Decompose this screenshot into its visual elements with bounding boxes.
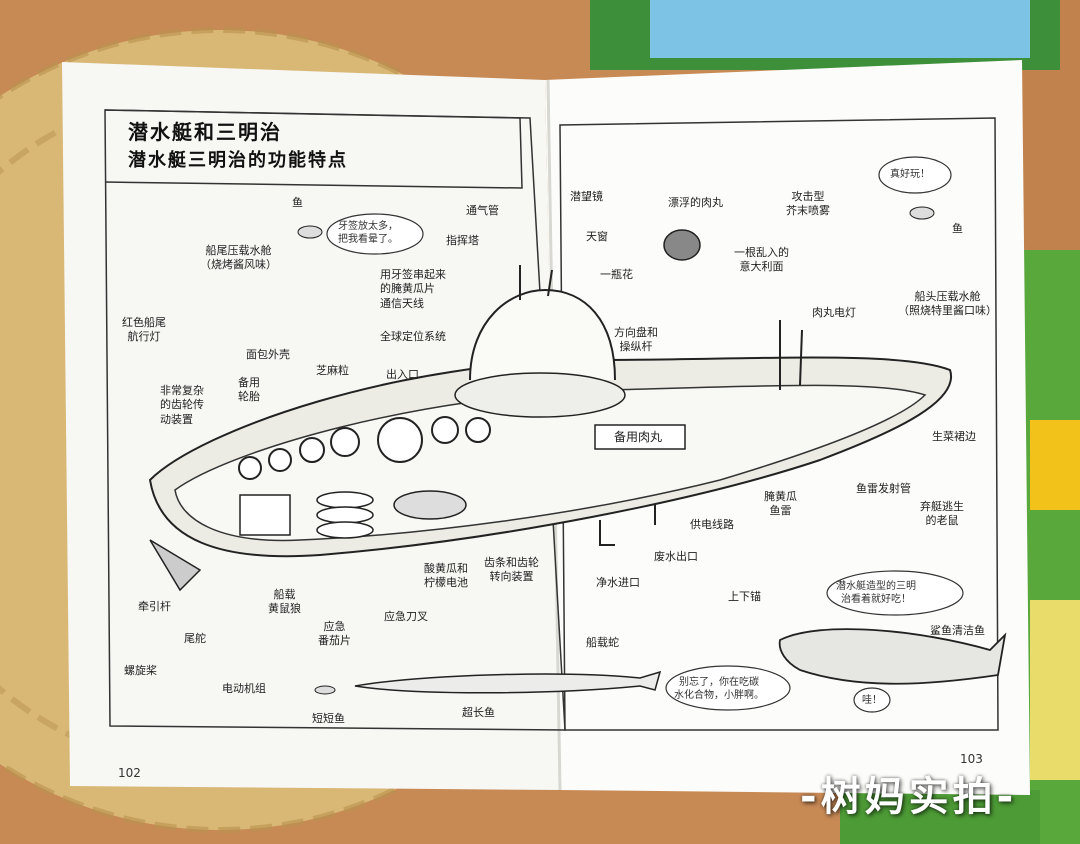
bubble-fun: 真好玩！ <box>890 169 930 180</box>
right-illustration-frame <box>559 117 999 731</box>
fish-top-drawing <box>297 225 323 239</box>
shark-drawing <box>778 628 1007 685</box>
label-rack-pinion: 齿条和齿轮 转向装置 <box>484 556 539 584</box>
label-shipboard-weasel: 船载 黄鼠狼 <box>268 588 301 616</box>
photo-watermark: -树妈实拍- <box>800 774 1018 820</box>
label-fish-right: 鱼 <box>952 222 963 235</box>
label-spare-meatball: 备用肉丸 <box>614 430 663 444</box>
label-vent-pipe: 通气管 <box>466 204 499 217</box>
label-shark-cleaner: 鲨鱼清洁鱼 <box>930 624 985 637</box>
label-rudder: 尾舵 <box>184 632 206 645</box>
label-anchor: 上下锚 <box>728 590 761 603</box>
label-escaping-rat: 弃艇逃生 的老鼠 <box>920 500 964 528</box>
label-power-line: 供电线路 <box>690 518 734 531</box>
label-conning-tower: 指挥塔 <box>446 234 479 247</box>
bubble-toothpick-shape <box>326 213 424 255</box>
label-pickle-battery: 酸黄瓜和 柠檬电池 <box>424 562 468 590</box>
label-emergency-fork: 应急刀叉 <box>384 610 428 623</box>
bubble-shark: 潜水艇造型的三明 治看着就好吃！ <box>836 581 916 605</box>
label-motor: 电动机组 <box>222 682 266 695</box>
label-lettuce-edge: 生菜裙边 <box>932 430 976 443</box>
label-pickle-antenna: 用牙签串起来 的腌黄瓜片 通信天线 <box>380 268 446 310</box>
label-propeller: 螺旋桨 <box>124 664 157 677</box>
bubble-carbs-shape <box>665 665 791 711</box>
bubble-wow-shape <box>853 687 891 713</box>
meatball-drawing <box>663 229 701 261</box>
label-short-fish: 短短鱼 <box>312 712 345 725</box>
label-spare-tire: 备用 轮胎 <box>238 376 260 404</box>
page-number-left: 102 <box>118 766 141 780</box>
label-bow-ballast: 船头压载水舱 （照烧特里酱口味） <box>898 290 997 318</box>
label-meatball-light: 肉丸电灯 <box>812 306 856 319</box>
label-floating-meatball: 漂浮的肉丸 <box>668 196 723 209</box>
book-subtitle: 潜水艇三明治的功能特点 <box>128 150 348 171</box>
label-pickle-torpedo: 腌黄瓜 鱼雷 <box>764 490 797 518</box>
label-red-stern-light: 红色船尾 航行灯 <box>122 316 166 344</box>
label-tow-bar: 牵引杆 <box>138 600 171 613</box>
bubble-wow: 哇！ <box>862 695 882 706</box>
submarine-sandwich-drawing <box>148 265 953 592</box>
bubble-shark-shape <box>826 570 964 616</box>
fish-right-drawing <box>909 206 935 220</box>
label-bread-shell: 面包外壳 <box>246 348 290 361</box>
book-title: 潜水艇和三明治 <box>128 120 282 144</box>
bubble-carbs: 别忘了，你在吃碳 水化合物，小胖啊。 <box>674 677 764 701</box>
label-spaghetti: 一根乱入的 意大利面 <box>734 246 789 274</box>
bubble-toothpick: 牙签放太多， 把我看晕了。 <box>338 221 398 245</box>
label-emergency-tomato: 应急 番茄片 <box>318 620 351 648</box>
label-skylight: 天窗 <box>586 230 608 243</box>
bubble-fun-shape <box>878 156 952 194</box>
page-number-right: 103 <box>960 752 983 766</box>
long-fish-drawing <box>354 670 662 694</box>
label-torpedo-tube: 鱼雷发射管 <box>856 482 911 495</box>
short-fish-drawing <box>314 685 336 695</box>
label-fish-top: 鱼 <box>292 196 303 209</box>
label-clean-inlet: 净水进口 <box>596 576 640 589</box>
label-stern-ballast: 船尾压载水舱 （烧烤酱风味） <box>200 244 277 272</box>
label-vase: 一瓶花 <box>600 268 633 281</box>
label-gear-transmission: 非常复杂 的齿轮传 动装置 <box>160 384 204 426</box>
label-waste-outlet: 废水出口 <box>654 550 698 563</box>
title-box <box>104 109 523 189</box>
label-steering: 方向盘和 操纵杆 <box>614 326 658 354</box>
label-periscope: 潜望镜 <box>570 190 603 203</box>
label-mustard-spray: 攻击型 芥末喷雾 <box>786 190 830 218</box>
label-shipboard-snake: 船载蛇 <box>586 636 619 649</box>
label-long-fish: 超长鱼 <box>462 706 495 719</box>
label-gps: 全球定位系统 <box>380 330 446 343</box>
label-sesame: 芝麻粒 <box>316 364 349 377</box>
label-hatch: 出入口 <box>386 368 419 381</box>
